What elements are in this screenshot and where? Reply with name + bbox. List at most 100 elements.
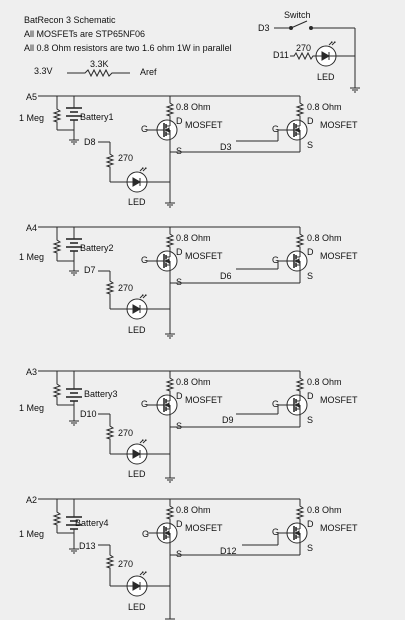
divider-resistor-label: 1 Meg — [19, 113, 44, 123]
load-resistor-label: 0.8 Ohm — [307, 102, 342, 112]
divider-resistor-label: 1 Meg — [19, 529, 44, 539]
gate-label: G — [272, 399, 279, 409]
mosfet-label: MOSFET — [320, 395, 358, 405]
load-resistor — [296, 231, 304, 249]
ground-icon — [68, 416, 80, 426]
gate-label: G — [141, 399, 148, 409]
load-resistor-label: 0.8 Ohm — [307, 505, 342, 515]
analog-pin-label: A5 — [26, 92, 37, 102]
gate-label: G — [142, 529, 149, 539]
source-label: S — [307, 415, 313, 425]
gate-pin-label: D6 — [220, 271, 232, 281]
load-resistor-label: 0.8 Ohm — [176, 102, 211, 112]
switch-led-circuit: Switch D3 270 D11 LED — [258, 10, 361, 93]
source-label: S — [176, 146, 182, 156]
drain-label: D — [176, 116, 183, 126]
battery-channel: A5 1 Meg Battery1 0.8 Ohm D G MOSFET S D… — [19, 92, 358, 208]
mosfet-label: MOSFET — [320, 523, 358, 533]
gate-label: G — [272, 527, 279, 537]
source-label: S — [176, 277, 182, 287]
ground-icon — [68, 266, 80, 276]
load-resistor — [166, 100, 174, 118]
drain-label: D — [176, 247, 183, 257]
mosfet-note: All MOSFETs are STP65NF06 — [24, 29, 145, 39]
drain-label: D — [307, 116, 314, 126]
gate-label: G — [141, 255, 148, 265]
ground-icon — [164, 198, 176, 208]
ground-icon — [68, 135, 80, 145]
aref-label: Aref — [140, 67, 157, 77]
ground-icon — [349, 83, 361, 93]
led-icon — [126, 439, 148, 465]
drain-label: D — [176, 519, 183, 529]
led-icon — [126, 294, 148, 320]
drain-label: D — [307, 391, 314, 401]
load-resistor-label: 0.8 Ohm — [307, 377, 342, 387]
gate-pin-label: D9 — [222, 415, 234, 425]
led-pin-label: D10 — [80, 409, 97, 419]
led-resistor — [106, 151, 114, 169]
switch-led-resistor-label: 270 — [296, 43, 311, 53]
source-label: S — [307, 543, 313, 553]
switch-label: Switch — [284, 10, 311, 20]
load-resistor-label: 0.8 Ohm — [176, 377, 211, 387]
led-icon — [126, 571, 148, 597]
divider-resistor-label: 1 Meg — [19, 252, 44, 262]
gate-label: G — [141, 124, 148, 134]
source-label: S — [307, 140, 313, 150]
gate-label: G — [272, 124, 279, 134]
aref-resistor-label: 3.3K — [90, 59, 109, 69]
drain-label: D — [307, 247, 314, 257]
analog-pin-label: A4 — [26, 223, 37, 233]
mosfet-label: MOSFET — [185, 395, 223, 405]
drain-label: D — [176, 391, 183, 401]
divider-resistor — [53, 106, 61, 124]
led-label: LED — [128, 469, 146, 479]
led-icon — [126, 167, 148, 193]
battery-label: Battery4 — [75, 518, 109, 528]
divider-resistor — [53, 237, 61, 255]
battery-label: Battery1 — [80, 112, 114, 122]
led-pin-label: D13 — [79, 541, 96, 551]
led-pin-label: D8 — [84, 137, 96, 147]
ground-icon — [68, 544, 80, 554]
battery-label: Battery2 — [80, 243, 114, 253]
ground-icon — [164, 473, 176, 483]
mosfet-label: MOSFET — [185, 523, 223, 533]
switch-pin-label: D3 — [258, 23, 270, 33]
switch-lever — [290, 20, 308, 29]
led-icon — [315, 41, 337, 67]
load-resistor — [166, 503, 174, 521]
aref-resistor — [67, 68, 130, 78]
resistor-note: All 0.8 Ohm resistors are two 1.6 ohm 1W… — [24, 43, 232, 53]
battery-channel: A2 1 Meg Battery4 0.8 Ohm D G MOSFET S D… — [19, 495, 358, 620]
load-resistor — [296, 503, 304, 521]
drain-label: D — [307, 519, 314, 529]
led-resistor — [106, 278, 114, 296]
divider-resistor-label: 1 Meg — [19, 403, 44, 413]
load-resistor-label: 0.8 Ohm — [176, 233, 211, 243]
led-resistor-label: 270 — [118, 559, 133, 569]
battery-channel: A4 1 Meg Battery2 0.8 Ohm D G MOSFET S D… — [19, 223, 358, 339]
source-label: S — [176, 549, 182, 559]
divider-resistor — [53, 381, 61, 399]
analog-pin-label: A3 — [26, 367, 37, 377]
divider-resistor — [53, 509, 61, 527]
led-resistor — [106, 552, 114, 570]
load-resistor-label: 0.8 Ohm — [176, 505, 211, 515]
mosfet-label: MOSFET — [185, 120, 223, 130]
led-resistor-label: 270 — [118, 153, 133, 163]
mosfet-label: MOSFET — [320, 120, 358, 130]
switch-led-resistor — [290, 51, 316, 61]
load-resistor — [166, 375, 174, 393]
led-resistor-label: 270 — [118, 283, 133, 293]
battery-channel: A3 1 Meg Battery3 0.8 Ohm D G MOSFET S D… — [19, 367, 358, 483]
schematic-title: BatRecon 3 Schematic — [24, 15, 116, 25]
led-label: LED — [128, 197, 146, 207]
gate-pin-label: D12 — [220, 546, 237, 556]
source-label: S — [307, 271, 313, 281]
load-resistor — [296, 100, 304, 118]
load-resistor-label: 0.8 Ohm — [307, 233, 342, 243]
